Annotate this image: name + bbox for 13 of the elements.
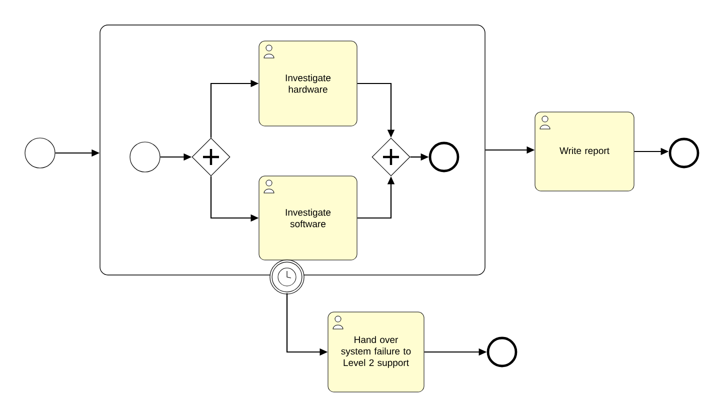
task-box: Write report [534,112,634,192]
start-event-circle [24,138,56,168]
task-box: Hand over system failure to Level 2 support [328,312,424,392]
gateway-diamond [192,138,230,176]
start-event-circle [130,142,160,172]
task-box: Investigate software [258,176,358,260]
end-event-circle [486,336,518,368]
task-box: Investigate hardware [258,40,358,126]
gateway-diamond [372,138,410,176]
subprocess-box [100,24,486,276]
end-event-circle [668,138,700,168]
end-event-circle [428,142,460,172]
timer-event-circle [270,260,304,294]
